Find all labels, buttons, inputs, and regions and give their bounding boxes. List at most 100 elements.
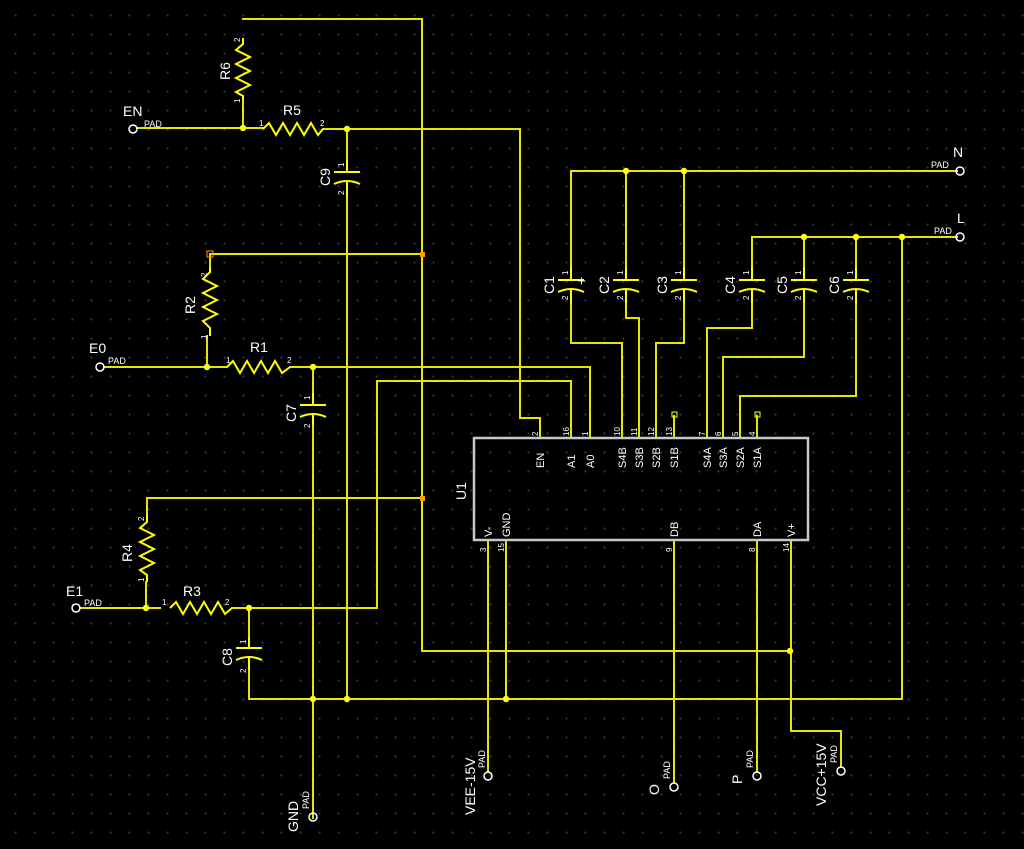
- ic-pin-label: V-: [483, 526, 495, 537]
- capacitor-c6-label: C6: [826, 276, 842, 294]
- ic-pin-number: 3: [479, 547, 488, 552]
- capacitor-c4[interactable]: C4 1 2: [722, 267, 766, 303]
- capacitor-c9-label: C9: [317, 168, 333, 186]
- resistor-r6-label: R6: [217, 62, 233, 80]
- svg-text:2: 2: [233, 37, 242, 42]
- ic-pin-label: S3B: [634, 447, 646, 468]
- ic-pin-number: 2: [531, 431, 540, 436]
- capacitor-c6[interactable]: C6 1 2: [826, 267, 870, 303]
- pad-gnd-terminal[interactable]: [308, 812, 318, 822]
- pad-en-terminal[interactable]: [128, 124, 138, 134]
- capacitor-c4-label: C4: [722, 276, 738, 294]
- pad-p[interactable]: P PAD: [729, 750, 762, 784]
- pad-n[interactable]: N PAD: [931, 144, 965, 176]
- svg-text:2: 2: [225, 598, 230, 607]
- pad-o[interactable]: O PAD: [646, 761, 679, 795]
- resistor-r2[interactable]: R2 2 1: [182, 268, 220, 339]
- pad-l-tag: PAD: [934, 226, 952, 236]
- ic-pin-number: 8: [748, 547, 757, 552]
- capacitor-c7[interactable]: C7 1 2: [283, 393, 327, 428]
- pad-vcc-terminal[interactable]: [836, 766, 846, 776]
- ic-pin-label: DB: [669, 522, 681, 537]
- svg-text:2: 2: [239, 668, 248, 673]
- pad-en[interactable]: EN PAD: [123, 103, 162, 134]
- pad-p-terminal[interactable]: [752, 771, 762, 781]
- pad-p-tag: PAD: [745, 750, 755, 768]
- svg-text:1: 1: [674, 270, 683, 275]
- svg-text:2: 2: [337, 190, 346, 195]
- pad-o-label: O: [646, 784, 662, 795]
- pad-l-label: L: [957, 210, 965, 226]
- ic-pin-label: A0: [585, 455, 597, 468]
- resistor-r1-label: R1: [250, 339, 268, 355]
- capacitor-c1-label: C1: [541, 276, 557, 294]
- svg-text:+: +: [573, 277, 589, 285]
- junction-dots: [142, 124, 906, 703]
- pad-vee-terminal[interactable]: [483, 771, 493, 781]
- ic-pin-label: S1A: [752, 447, 764, 468]
- resistor-r6[interactable]: R6 2 1: [217, 37, 253, 103]
- pad-e0-tag: PAD: [108, 356, 126, 366]
- pad-p-label: P: [729, 775, 745, 784]
- pad-vee[interactable]: VEE-15V PAD: [462, 750, 493, 815]
- pad-n-label: N: [953, 144, 963, 160]
- resistor-r1[interactable]: R1 1 2: [226, 339, 292, 375]
- ic-pin-number: 12: [647, 427, 656, 436]
- ic-pin-label: S2B: [651, 447, 663, 468]
- pad-o-tag: PAD: [662, 761, 672, 779]
- ic-pin-number: 7: [698, 431, 707, 436]
- svg-text:1: 1: [337, 162, 346, 167]
- capacitor-c5[interactable]: C5 1 2: [774, 267, 818, 303]
- resistor-r4[interactable]: R4 2 1: [119, 514, 157, 582]
- svg-text:1: 1: [742, 270, 751, 275]
- capacitor-c2[interactable]: C2 1 2: [596, 267, 640, 303]
- ic-pin-number: 9: [665, 547, 674, 552]
- ic-pin-label: S4B: [617, 447, 629, 468]
- capacitor-c3-label: C3: [654, 276, 670, 294]
- svg-text:2: 2: [303, 423, 312, 428]
- resistor-r5[interactable]: R5 1 2: [259, 102, 325, 137]
- ic-top-pins: 2EN16A11A010S4B11S3B12S2B13S1B7S4A6S3A5S…: [531, 427, 764, 468]
- ic-pin-label: S2A: [735, 447, 747, 468]
- pad-gnd-tag: PAD: [301, 791, 311, 809]
- pad-gnd-label: GND: [285, 801, 301, 832]
- pad-e0[interactable]: E0 PAD: [89, 340, 126, 372]
- svg-text:2: 2: [616, 295, 625, 300]
- ic-u1-body[interactable]: [472, 436, 810, 542]
- ic-pin-label: DA: [752, 521, 764, 537]
- svg-text:1: 1: [137, 577, 146, 582]
- ic-pin-number: 13: [665, 427, 674, 436]
- svg-text:2: 2: [137, 516, 146, 521]
- capacitor-c5-label: C5: [774, 276, 790, 294]
- resistor-r3[interactable]: R3 1 2: [162, 583, 233, 616]
- svg-text:2: 2: [200, 272, 209, 277]
- capacitor-c3[interactable]: C3 1 2: [654, 267, 698, 303]
- pad-e0-terminal[interactable]: [95, 362, 105, 372]
- svg-text:2: 2: [846, 295, 855, 300]
- pad-l[interactable]: L PAD: [934, 210, 965, 242]
- pad-l-terminal[interactable]: [955, 232, 965, 242]
- pad-e1-terminal[interactable]: [71, 603, 81, 613]
- pad-e1[interactable]: E1 PAD: [66, 583, 102, 613]
- ic-pin-label: A1: [566, 455, 578, 468]
- capacitor-c1[interactable]: C1 + 1 2: [541, 267, 589, 303]
- ic-pin-label: V+: [786, 523, 798, 537]
- pad-en-tag: PAD: [144, 119, 162, 129]
- ic-pin-label: GND: [501, 513, 513, 538]
- wires: [79, 18, 958, 819]
- pad-o-terminal[interactable]: [669, 782, 679, 792]
- capacitor-c9[interactable]: C9 1 2: [317, 160, 361, 196]
- pad-vee-tag: PAD: [477, 750, 487, 768]
- ic-u1[interactable]: U1 2EN16A11A010S4B11S3B12S2B13S1B7S4A6S3…: [453, 427, 810, 553]
- pad-vcc[interactable]: VCC+15V PAD: [813, 743, 846, 806]
- pad-gnd[interactable]: GND PAD: [285, 791, 318, 832]
- pad-e1-tag: PAD: [84, 598, 102, 608]
- ic-pin-number: 5: [731, 431, 740, 436]
- pad-n-terminal[interactable]: [955, 166, 965, 176]
- capacitor-c8[interactable]: C8 1 2: [219, 637, 263, 673]
- ic-pin-label: S3A: [718, 447, 730, 468]
- svg-text:2: 2: [674, 295, 683, 300]
